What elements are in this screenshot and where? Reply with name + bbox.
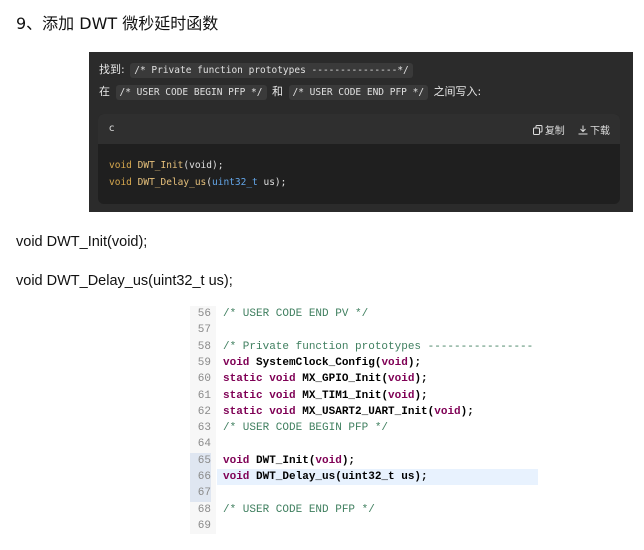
- section-heading: 9、添加 DWT 微秒延时函数: [16, 14, 219, 33]
- line-code: /* USER CODE END PV */: [223, 308, 369, 320]
- line-number: 65: [190, 452, 211, 469]
- line-number: 59: [197, 356, 211, 369]
- line-number: 63: [197, 422, 211, 435]
- line-code: /* USER CODE BEGIN PFP */: [223, 422, 389, 435]
- editor-line: 69: [190, 518, 550, 534]
- download-icon: [578, 125, 588, 135]
- insert-instruction: 在 /* USER CODE BEGIN PFP */ 和 /* USER CO…: [99, 83, 481, 100]
- editor-line: 63 /* USER CODE BEGIN PFP */: [190, 420, 550, 436]
- and-label: 和: [272, 85, 283, 98]
- line-number: 56: [197, 308, 211, 320]
- editor-line: 56 /* USER CODE END PV */: [190, 306, 550, 322]
- code-actions: 复制 下载: [523, 122, 610, 137]
- editor-line: 61 static void MX_TIM1_Init(void);: [190, 388, 550, 404]
- code-line: void DWT_Init(void);: [109, 160, 224, 171]
- find-label: 找到:: [99, 63, 125, 76]
- plain-code-line: void DWT_Init(void);: [16, 234, 148, 250]
- line-code: void DWT_Delay_us(uint32_t us);: [223, 471, 428, 483]
- code-editor-screenshot: 56 /* USER CODE END PV */ 57 58 /* Private f…: [190, 306, 550, 534]
- line-code: static void MX_TIM1_Init(void);: [223, 389, 428, 402]
- code-line: void DWT_Delay_us(uint32_t us);: [109, 177, 287, 188]
- current-line-highlight: [217, 469, 538, 486]
- editor-line: 66 void DWT_Delay_us(uint32_t us);: [190, 469, 550, 486]
- editor-line: 68 /* USER CODE END PFP */: [190, 502, 550, 518]
- line-code: void SystemClock_Config(void);: [223, 356, 422, 369]
- code-block-body: void DWT_Init(void); void DWT_Delay_us(u…: [109, 157, 286, 191]
- line-number: 64: [197, 438, 211, 451]
- end-code-snippet: /* USER CODE END PFP */: [288, 85, 429, 100]
- copy-icon: [532, 125, 543, 135]
- line-number: 60: [197, 373, 211, 386]
- line-code: /* Private function prototypes ---------…: [223, 340, 534, 353]
- download-label: 下载: [590, 126, 610, 137]
- code-language-label: c: [109, 123, 115, 134]
- line-number: 69: [197, 519, 211, 532]
- editor-line: 57: [190, 322, 550, 338]
- editor-line: 58 /* Private function prototypes -------…: [190, 339, 550, 355]
- editor-line: 59 void SystemClock_Config(void);: [190, 355, 550, 371]
- editor-line: 62 static void MX_USART2_UART_Init(void);: [190, 404, 550, 420]
- editor-line: 64: [190, 436, 550, 452]
- line-number: 57: [197, 324, 211, 337]
- line-number: 62: [197, 405, 211, 418]
- code-block-header: c 复制 下载: [98, 114, 620, 144]
- line-code: static void MX_USART2_UART_Init(void);: [223, 405, 474, 418]
- line-code: void DWT_Init(void);: [223, 454, 356, 467]
- line-number: 66: [190, 469, 211, 486]
- copy-label: 复制: [544, 126, 565, 137]
- in-label: 在: [99, 85, 110, 98]
- line-code: static void MX_GPIO_Init(void);: [223, 373, 428, 386]
- line-number: 61: [197, 389, 211, 402]
- editor-line: 67: [190, 485, 550, 502]
- editor-line: 60 static void MX_GPIO_Init(void);: [190, 371, 550, 387]
- plain-code-line: void DWT_Delay_us(uint32_t us);: [16, 273, 233, 289]
- download-button[interactable]: 下载: [578, 125, 610, 137]
- begin-code-snippet: /* USER CODE BEGIN PFP */: [115, 85, 267, 100]
- editor-line: 65 void DWT_Init(void);: [190, 452, 550, 469]
- instruction-panel: 找到: /* Private function prototypes -----…: [89, 52, 633, 212]
- find-code-snippet: /* Private function prototypes ---------…: [130, 63, 413, 78]
- find-instruction: 找到: /* Private function prototypes -----…: [99, 61, 415, 78]
- between-label: 之间写入:: [433, 85, 482, 98]
- line-number: 58: [197, 340, 211, 353]
- line-number: 68: [197, 503, 211, 516]
- line-number: 67: [190, 485, 211, 502]
- line-code: /* USER CODE END PFP */: [223, 503, 375, 516]
- code-block: c 复制 下载 void DWT_Init(void); void DWT_De…: [98, 114, 620, 204]
- copy-button[interactable]: 复制: [532, 125, 568, 137]
